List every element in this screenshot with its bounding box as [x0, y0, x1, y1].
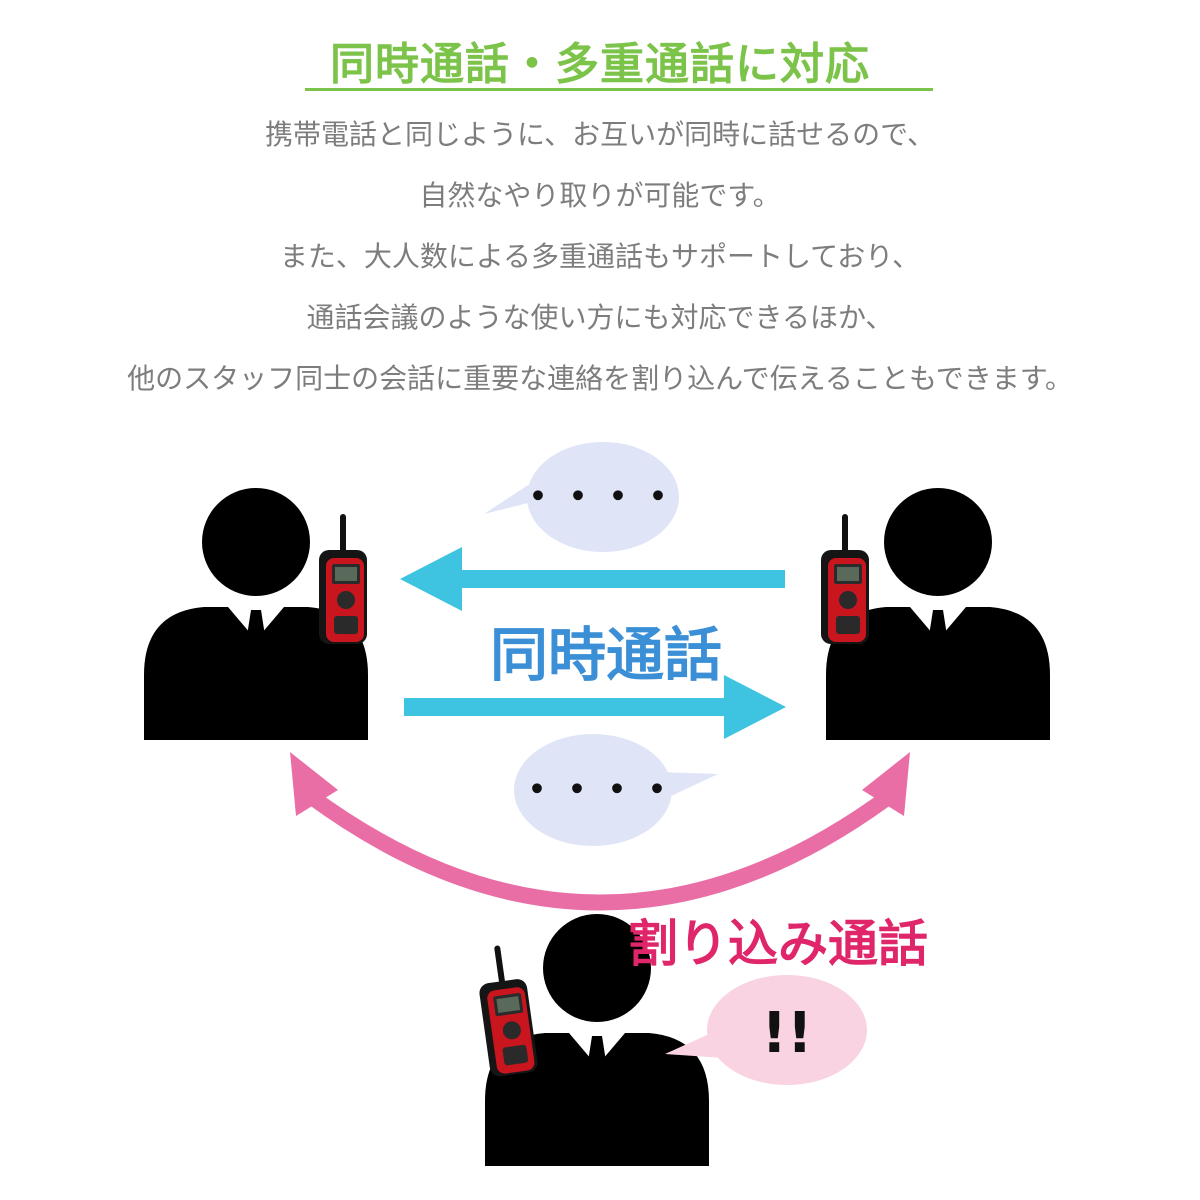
- label-interrupt-call: 割り込み通話: [628, 915, 928, 973]
- speech-bubble-icon-interrupt: [665, 975, 867, 1085]
- speech-bubble-icon-top: [484, 442, 679, 552]
- description-line-3: また、大人数による多重通話もサポートしており、: [279, 240, 921, 273]
- label-simultaneous-call: 同時通話: [490, 621, 723, 689]
- description-line-2: 自然なやり取りが可能です。: [419, 179, 781, 212]
- bubble-dots-bottom: ・・・・: [517, 767, 677, 813]
- bubble-exclaim: !!: [761, 1001, 812, 1066]
- arrow-icon-left: [400, 547, 785, 611]
- page-title: 同時通話・多重通話に対応: [330, 39, 870, 90]
- description-line-5: 他のスタッフ同士の会話に重要な連絡を割り込んで伝えることもできます。: [127, 362, 1073, 395]
- speech-bubble-icon-bottom: [514, 734, 718, 846]
- arrow-icon-right: [404, 675, 786, 739]
- title-underline: [305, 88, 933, 91]
- arrow-icon-curved: [290, 752, 910, 911]
- bubble-dots-top: ・・・・: [518, 474, 678, 520]
- description-line-4: 通話会議のような使い方にも対応できるほか、: [306, 301, 894, 334]
- description-line-1: 携帯電話と同じように、お互いが同時に話せるので、: [264, 118, 936, 151]
- description: 携帯電話と同じように、お互いが同時に話せるので、 自然なやり取りが可能です。 ま…: [0, 104, 1200, 409]
- radio-icon-right: [821, 514, 869, 644]
- radio-icon-bottom: [473, 942, 539, 1078]
- radio-icon-left: [319, 514, 367, 644]
